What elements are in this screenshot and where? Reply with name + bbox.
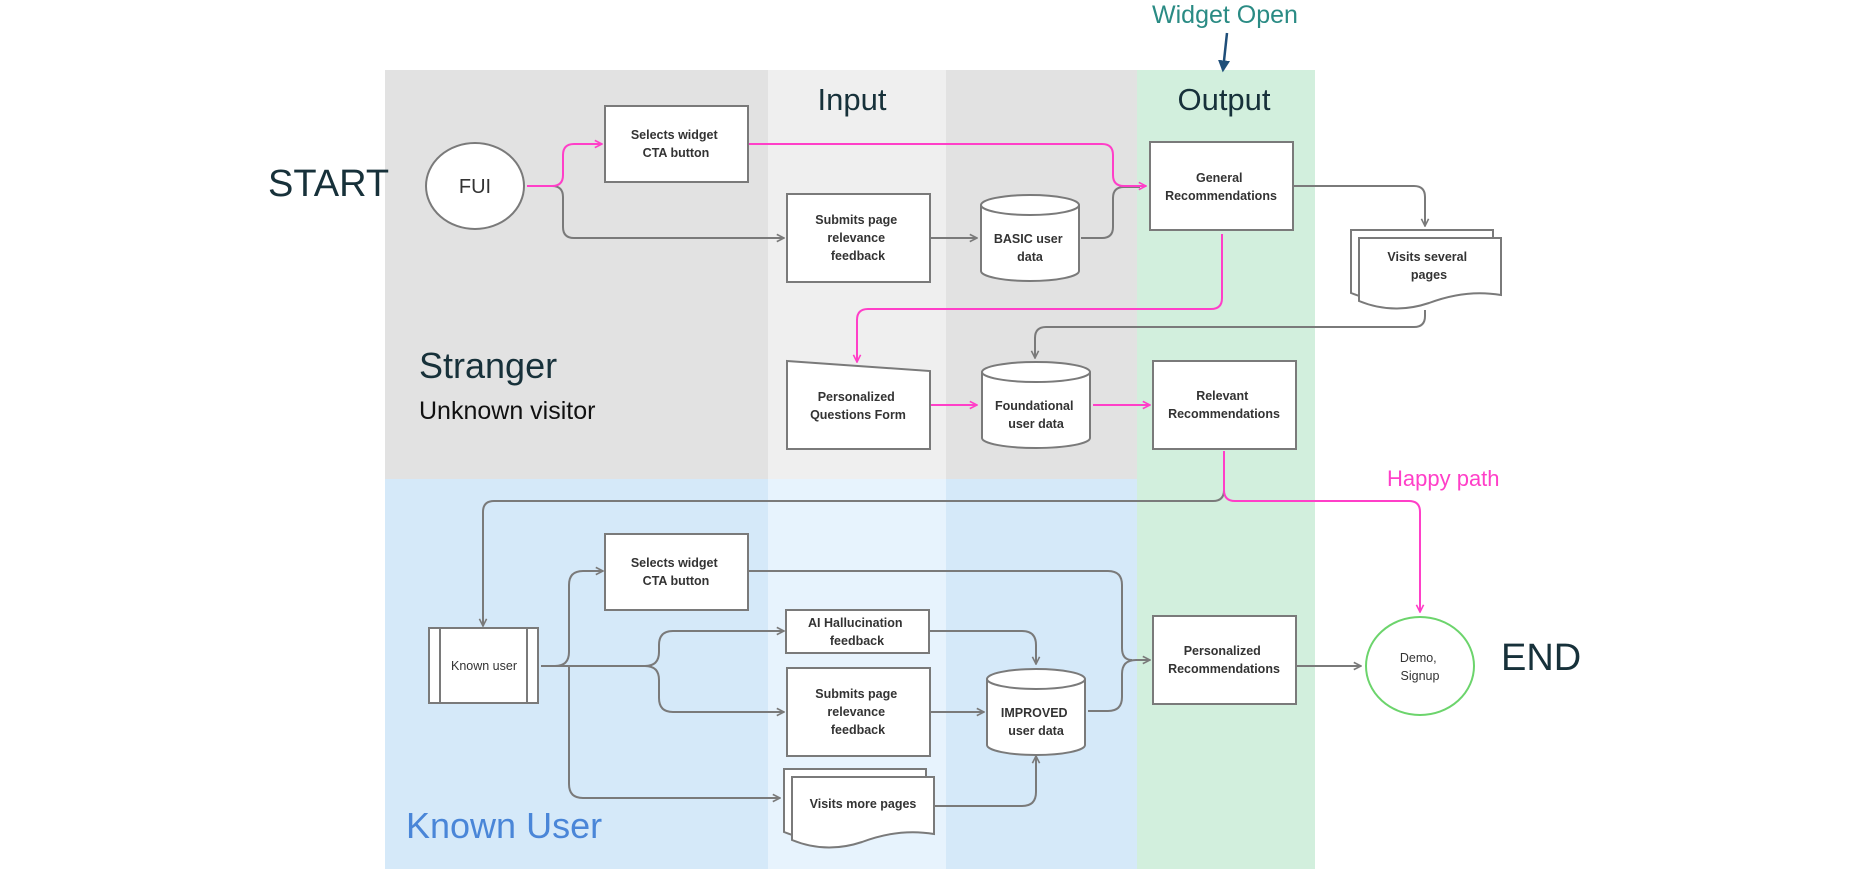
svg-text:Personalized Questions F: Personalized Questions Form [810, 390, 906, 422]
connector-ai-hallucination-to-improved [930, 630, 1036, 664]
connector-visits-more-to-improved [934, 756, 1036, 807]
svg-text:Selects widget CTA butto: Selects widget CTA button [631, 556, 721, 588]
svg-text:BASIC user data: BASIC user data [994, 232, 1066, 264]
stranger-lane-subtitle: Unknown visitor [419, 397, 595, 425]
selects-widget-cta-node: Selects widget CTA button [604, 105, 749, 183]
connector-known-user-from-relevant-recs [483, 451, 1225, 626]
svg-text:Known user: Known user [451, 659, 517, 673]
selects-widget-cta-known-node: Selects widget CTA button [604, 533, 749, 611]
connector-general-recs-to-visits-pages [1293, 185, 1425, 226]
svg-text:Selects widget CTA butto: Selects widget CTA button [631, 128, 721, 160]
demo-signup-end-node: Demo, Signup [1365, 616, 1475, 716]
fui-label: FUI [459, 176, 491, 198]
visits-several-pages-node: Visits several pages [1350, 229, 1502, 310]
svg-text:Visits more pages: Visits more pages [810, 797, 917, 811]
general-recommendations-node: General Recommendations [1149, 141, 1294, 231]
relevant-recommendations-node: Relevant Recommendations [1152, 360, 1297, 450]
improved-user-data-node: IMPROVED user data [986, 668, 1086, 756]
happy-path-relevant-recs-to-demo [1223, 451, 1420, 612]
svg-text:Visits several pages: Visits several pages [1387, 250, 1470, 282]
end-label: END [1501, 637, 1581, 679]
connector-known-user-to-submits-feedback [644, 665, 784, 712]
svg-text:IMPROVED user data: IMPROVED user data [1001, 706, 1071, 738]
personalized-questions-form-node: Personalized Questions Form [786, 359, 931, 450]
input-column-header: Input [818, 82, 887, 117]
known-user-lane-title: Known User [406, 805, 602, 846]
known-user-node: Known user [428, 627, 539, 704]
submits-page-feedback-known-node: Submits page relevance feedback [786, 667, 931, 757]
personalized-recommendations-node: Personalized Recommendations [1152, 615, 1297, 705]
happy-path-label: Happy path [1387, 466, 1500, 491]
happy-path-selects-widget-to-general-recs [748, 143, 1146, 186]
basic-user-data-node: BASIC user data [980, 194, 1080, 282]
stranger-lane-title: Stranger [419, 345, 557, 386]
connector-fui-to-submits-feedback [527, 185, 784, 238]
svg-text:Personalized Recommendat: Personalized Recommendations [1168, 644, 1280, 676]
svg-text:Foundational user data: Foundational user data [995, 399, 1077, 431]
widget-open-label: Widget Open [1152, 1, 1298, 29]
svg-text:Submits page relevance: Submits page relevance feedback [815, 687, 900, 737]
connector-selects-widget-to-personalized-recs [748, 570, 1133, 661]
connector-known-user-to-ai-hallucination [541, 631, 784, 667]
svg-text:Relevant Recommendations: Relevant Recommendations [1168, 389, 1280, 421]
connector-basic-data-to-general-recs [1081, 186, 1140, 239]
connector-improved-to-personalized-recs [1088, 660, 1150, 712]
submits-page-feedback-node: Submits page relevance feedback [786, 193, 931, 283]
happy-path-general-recs-to-questions-form [857, 234, 1223, 362]
ai-hallucination-feedback-node: AI Hallucination feedback [785, 609, 930, 654]
happy-path-fui-to-selects-widget [527, 144, 602, 187]
start-label: START [268, 163, 389, 205]
fui-start-node: FUI [425, 142, 525, 230]
widget-open-arrow [1218, 32, 1230, 73]
svg-text:General Recommendations: General Recommendations [1165, 171, 1277, 203]
connector-known-user-to-visits-more [568, 666, 780, 798]
svg-text:AI Hallucination feedbac: AI Hallucination feedback [808, 616, 906, 648]
foundational-user-data-node: Foundational user data [981, 361, 1091, 449]
svg-text:Submits page relevance: Submits page relevance feedback [815, 213, 900, 263]
output-column-header: Output [1177, 82, 1270, 117]
svg-text:Demo, Signup: Demo, Signup [1400, 651, 1440, 683]
visits-more-pages-node: Visits more pages [783, 768, 935, 849]
connector-visits-pages-to-foundational [1035, 310, 1426, 358]
